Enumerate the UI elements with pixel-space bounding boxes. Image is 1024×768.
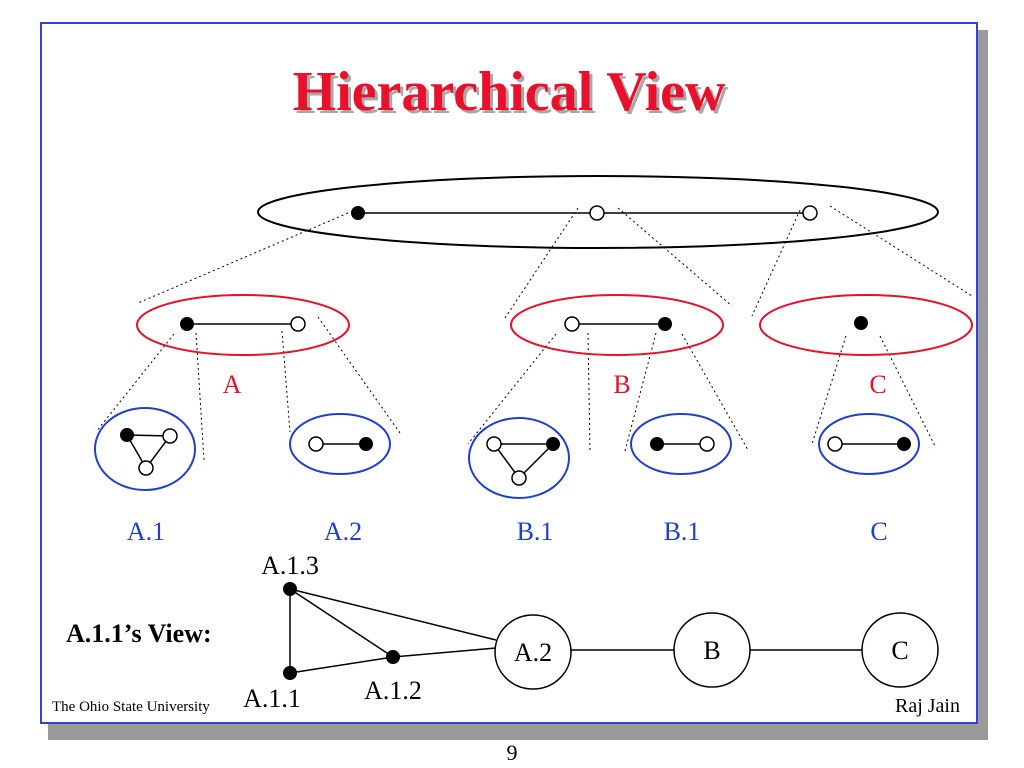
node-c — [861, 612, 939, 688]
node-filled — [658, 317, 672, 331]
label-c2: C — [870, 517, 887, 546]
node-open — [486, 436, 502, 452]
node-open — [564, 316, 580, 332]
label-a111: A.1.1 — [243, 684, 301, 713]
top-node-filled — [351, 206, 365, 220]
node-filled — [897, 437, 911, 451]
node-open — [308, 436, 324, 452]
peer-group-a1-ellipse — [94, 407, 196, 491]
node-filled — [180, 317, 194, 331]
label-c: C — [869, 370, 886, 399]
node-open — [827, 436, 843, 452]
label-b1: B.1 — [517, 517, 554, 546]
label-a113: A.1.3 — [261, 551, 319, 580]
level2-group-b1 — [468, 417, 570, 499]
label-b: B — [613, 370, 630, 399]
label-c-node: C — [891, 636, 908, 665]
footer-author: Raj Jain — [895, 695, 960, 717]
node-open — [699, 436, 715, 452]
node-a113 — [283, 582, 297, 596]
node-filled — [120, 428, 134, 442]
triangle-links — [125, 434, 172, 470]
top-node-open — [589, 205, 605, 221]
label-a2-node: A.2 — [514, 638, 552, 667]
node-filled — [650, 437, 664, 451]
node-b — [673, 612, 751, 688]
peer-group-b1-ellipse — [468, 417, 570, 499]
level1-group-c — [759, 294, 973, 356]
top-node-open — [802, 205, 818, 221]
level2-group-a2 — [289, 413, 391, 475]
node-open — [290, 316, 306, 332]
slide-title: Hierarchical View — [292, 61, 726, 123]
node-open — [162, 428, 178, 444]
level2-group-c — [818, 413, 920, 475]
label-a112: A.1.2 — [364, 676, 422, 705]
node-filled — [359, 437, 373, 451]
peer-group-c2-ellipse — [818, 413, 920, 475]
slide-frame: Hierarchical View The Ohio State Univers… — [40, 22, 978, 724]
node-open — [138, 460, 154, 476]
top-level-group — [257, 175, 939, 249]
level2-group-b1-second — [630, 413, 732, 475]
label-a1: A.1 — [127, 517, 165, 546]
peer-group-c-ellipse — [759, 294, 973, 356]
peer-group-b-ellipse — [510, 294, 724, 356]
label-b-node: B — [703, 636, 720, 665]
node-a112 — [386, 650, 400, 664]
view-title: A.1.1’s View: — [66, 619, 212, 648]
label-a: A — [223, 370, 242, 399]
level2-group-a1 — [94, 407, 196, 491]
peer-group-a-ellipse — [136, 294, 350, 356]
projection-lines — [95, 205, 973, 461]
level1-group-b — [510, 294, 724, 356]
label-a2: A.2 — [324, 517, 362, 546]
peer-group-b1b-ellipse — [630, 413, 732, 475]
view-graph: A.1.1’s View: A.1.3 A.1.1 A.1.2 A.2 B C — [66, 551, 939, 713]
triangle-links — [492, 443, 555, 480]
footer-university: The Ohio State University — [52, 699, 210, 715]
peer-group-a2-ellipse — [289, 413, 391, 475]
node-a111 — [283, 666, 297, 680]
node-open — [511, 470, 527, 486]
level1-group-a — [136, 294, 350, 356]
node-a2 — [494, 614, 572, 690]
top-level-ellipse — [257, 175, 939, 249]
label-b1-second: B.1 — [664, 517, 701, 546]
node-filled — [854, 316, 868, 330]
node-filled — [546, 437, 560, 451]
page-number: 9 — [506, 740, 518, 765]
